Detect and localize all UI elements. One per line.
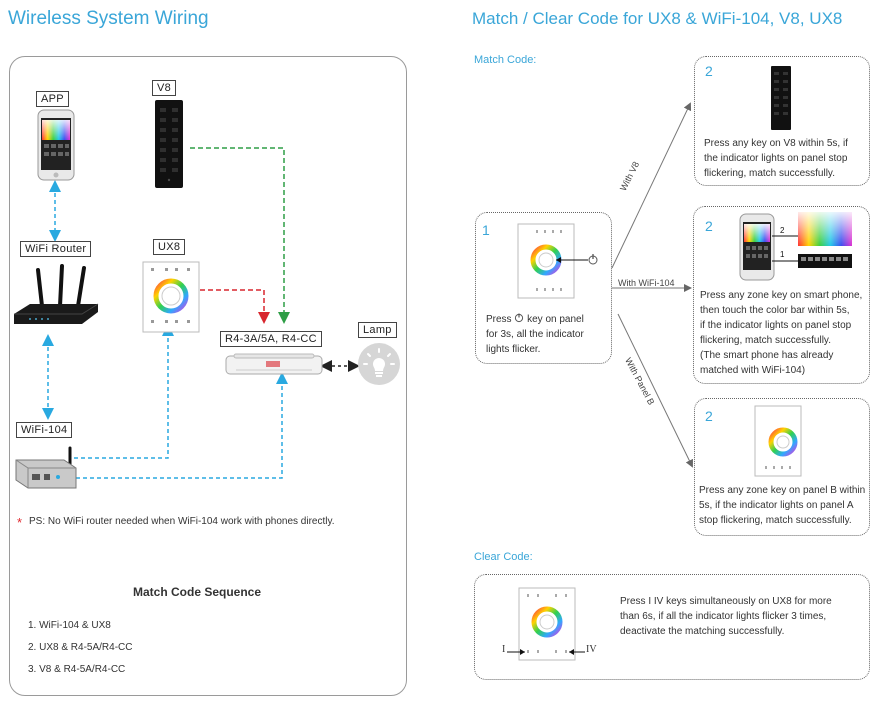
step2-panelb-line3: stop flickering, match successfully. [699,515,852,526]
step1-line3: lights flicker. [486,344,541,355]
power-icon [588,254,598,265]
lamp-label: Lamp [358,322,397,338]
panel-b-icon [754,405,802,477]
step2-v8-line2: the indicator lights on panel stop [704,153,848,164]
step2-panelb-number: 2 [705,408,713,424]
wifi104-label: WiFi-104 [16,422,73,438]
step1-text-after: key on panel [527,314,584,325]
sequence-item-3: 3. V8 & R4-5A/R4-CC [28,664,126,675]
step2-wifi-line4: flickering, match successfully. [700,335,831,346]
app-label: APP [36,91,69,107]
phone-icon [37,109,75,181]
marker-2: 2 [780,226,785,235]
sequence-title: Match Code Sequence [133,585,262,599]
step2-wifi-number: 2 [705,218,713,234]
clear-panel-icon [507,587,585,661]
wire-wifi104-ux8 [74,324,174,459]
step1-text-before: Press [486,314,512,325]
branch-label-wifi104: With WiFi-104 [618,278,675,288]
step2-v8-number: 2 [705,63,713,79]
v8-small-icon [771,66,791,130]
clear-line1: Press I IV keys simultaneously on UX8 fo… [620,596,832,607]
r4-controller-icon [225,353,323,375]
step2-panelb-line2: 5s, if the indicator lights on panel A [699,500,854,511]
wiring-panel [9,56,407,696]
key-iv-label: IV [586,644,597,655]
sequence-item-2: 2. UX8 & R4-5A/R4-CC [28,642,133,653]
wifi104-device-icon [15,446,77,489]
step2-wifi-box [693,206,870,384]
wifi-router-label: WiFi Router [20,241,92,257]
clear-line3: deactivate the matching successfully. [620,626,785,637]
ps-star: * [17,515,23,530]
wire-wifi104-r4 [76,372,288,479]
step2-wifi-line6: matched with WiFi-104) [700,365,806,376]
arrow-with-v8 [611,102,692,269]
phone-colorbar-icon [739,212,852,281]
power-key-icon [515,313,524,323]
step2-v8-line1: Press any key on V8 within 5s, if [704,138,848,149]
right-title: Match / Clear Code for UX8 & WiFi-104, V… [472,9,843,28]
clear-code-box [474,574,870,680]
panel-a-icon [517,223,598,299]
step2-v8-box [694,56,870,186]
ux8-panel-icon [142,261,200,333]
step2-wifi-line2: then touch the color bar within 5s, [700,305,850,316]
step2-wifi-line5: (The smart phone has already [700,350,834,361]
lamp-icon [358,343,400,385]
step2-panelb-line1: Press any zone key on panel B within [699,485,866,496]
step2-panelb-box [694,398,870,536]
clear-line2: than 6s, if all the indicator lights fli… [620,611,827,622]
clear-code-label: Clear Code: [474,551,533,563]
sequence-item-1: 1. WiFi-104 & UX8 [28,620,111,631]
wire-ux8-r4 [200,289,270,324]
ux8-label: UX8 [153,239,186,255]
left-title: Wireless System Wiring [8,8,209,29]
step1-number: 1 [482,222,490,238]
v8-label: V8 [152,80,177,96]
key-i-label: I [502,644,506,655]
step2-wifi-line1: Press any zone key on smart phone, [700,290,863,301]
step1-box [475,212,612,364]
step2-wifi-line3: if the indicator lights on panel stop [700,320,852,331]
r4-label: R4-3A/5A, R4-CC [220,331,322,347]
marker-1: 1 [780,250,785,259]
arrow-with-panelb [617,313,693,468]
match-code-label: Match Code: [474,54,537,66]
step1-line1: Press key on panel [486,312,608,327]
v8-panel-icon [155,100,183,188]
ps-note: PS: No WiFi router needed when WiFi-104 … [29,516,335,527]
step2-v8-line3: flickering, match successfully. [704,168,835,179]
router-icon [14,264,99,324]
step1-line2: for 3s, all the indicator [486,329,584,340]
